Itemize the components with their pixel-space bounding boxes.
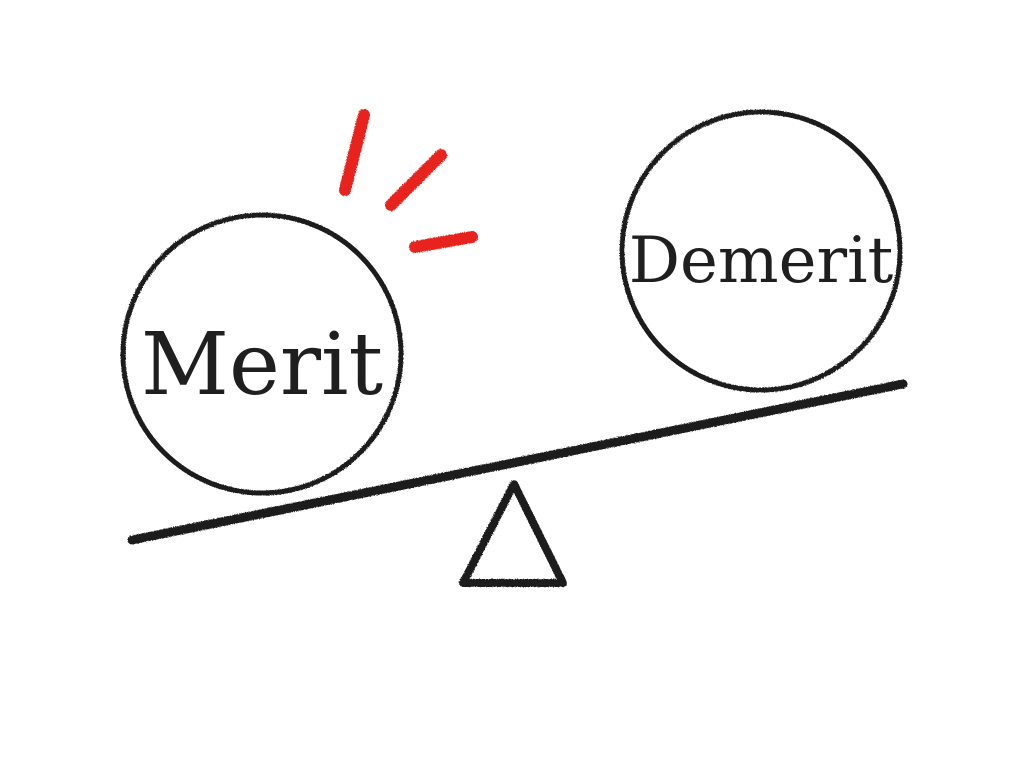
emphasis-stroke-2 [385,149,447,211]
emphasis-stroke-3 [409,231,478,253]
merit-circle [120,212,404,496]
emphasis-lines-icon [339,109,478,253]
merit-ball: Merit [120,212,404,496]
demerit-ball: Demerit [619,109,903,393]
demerit-label: Demerit [629,224,894,298]
demerit-circle [619,109,903,393]
merit-label: Merit [141,315,383,415]
fulcrum-triangle-icon [459,480,567,587]
seesaw-plank [127,379,908,545]
emphasis-stroke-1 [339,109,370,196]
